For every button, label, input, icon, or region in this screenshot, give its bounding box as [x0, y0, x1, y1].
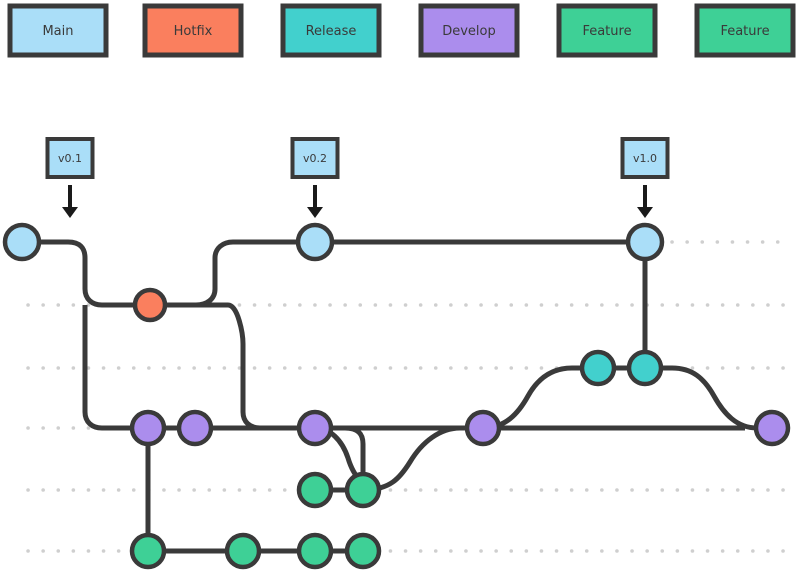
branch-edge-10 [598, 365, 770, 431]
legend-label: Develop [442, 24, 496, 39]
legend-swatch [7, 3, 109, 58]
version-tag-box [620, 137, 670, 179]
commit-node-release-1[interactable] [579, 349, 617, 387]
version-tag-box [290, 137, 340, 179]
commit-node-develop-4[interactable] [464, 409, 502, 447]
version-tag-v1.0[interactable]: v1.0 [620, 137, 670, 218]
legend-swatch [694, 3, 796, 58]
commit-node-main-1[interactable] [2, 222, 42, 262]
branch-edge-2 [82, 305, 148, 431]
commit-node-feature1-2[interactable] [344, 471, 382, 509]
branch-edge-9 [482, 365, 598, 431]
legend-label: Main [42, 24, 73, 39]
commit-nodes [2, 222, 791, 570]
legend-swatch [280, 3, 382, 58]
version-tag-label: v0.2 [303, 152, 327, 165]
commit-node-main-2[interactable] [295, 222, 335, 262]
branch-edge-0 [22, 239, 150, 308]
commit-node-develop-5[interactable] [753, 409, 791, 447]
version-tag-v0.2[interactable]: v0.2 [290, 137, 340, 218]
commit-node-hotfix-1[interactable] [132, 287, 168, 323]
legend-label: Feature [720, 24, 769, 39]
commit-node-feature2-3[interactable] [296, 532, 334, 570]
legend-item-hotfix-1[interactable]: Hotfix [142, 3, 244, 58]
branch-edges [22, 239, 770, 554]
branch-legend: Main Hotfix Release Develop Feature Feature [7, 3, 796, 58]
legend-item-feature-5[interactable]: Feature [694, 3, 796, 58]
commit-node-feature2-4[interactable] [344, 532, 382, 570]
commit-node-develop-2[interactable] [176, 409, 214, 447]
version-tag-label: v0.1 [58, 152, 82, 165]
legend-item-develop-3[interactable]: Develop [418, 3, 520, 58]
lane-guides [26, 240, 792, 553]
branch-edge-3 [178, 302, 315, 431]
version-tag-label: v1.0 [633, 152, 657, 165]
version-tag-box [45, 137, 95, 179]
version-tag-arrowhead [637, 207, 653, 218]
version-tag-arrowhead [307, 207, 323, 218]
commit-node-develop-1[interactable] [129, 409, 167, 447]
commit-node-feature1-1[interactable] [296, 471, 334, 509]
commit-node-develop-3[interactable] [296, 409, 334, 447]
legend-label: Feature [582, 24, 631, 39]
commit-node-main-3[interactable] [625, 222, 665, 262]
commit-node-release-2[interactable] [626, 349, 664, 387]
branch-edge-8 [362, 425, 461, 493]
legend-item-main-0[interactable]: Main [7, 3, 109, 58]
version-tag-arrowhead [62, 207, 78, 218]
legend-swatch [418, 3, 520, 58]
version-tag-v0.1[interactable]: v0.1 [45, 137, 95, 218]
legend-label: Release [306, 24, 357, 39]
commit-node-feature2-2[interactable] [224, 532, 262, 570]
legend-swatch [556, 3, 658, 58]
legend-item-feature-4[interactable]: Feature [556, 3, 658, 58]
commit-node-feature2-1[interactable] [129, 532, 167, 570]
legend-label: Hotfix [174, 24, 213, 39]
legend-swatch [142, 3, 244, 58]
version-tags: v0.1 v0.2 v1.0 [45, 137, 670, 218]
legend-item-release-2[interactable]: Release [280, 3, 382, 58]
branch-edge-1 [150, 239, 645, 308]
